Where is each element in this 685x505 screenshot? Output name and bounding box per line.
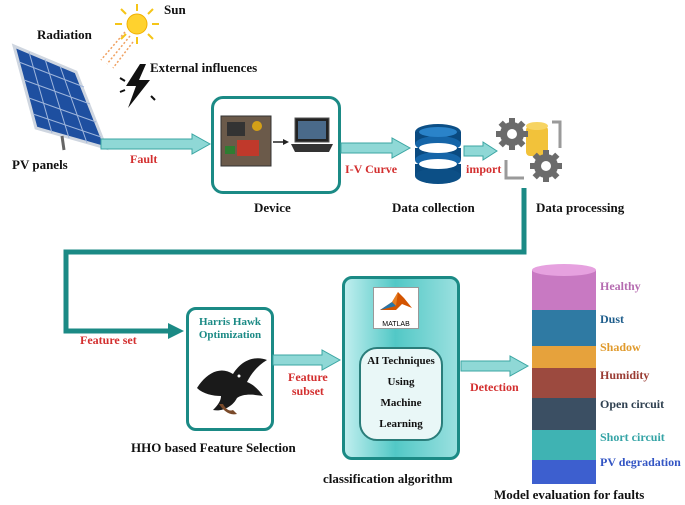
radiation-label: Radiation	[37, 27, 92, 42]
database-icon	[415, 124, 461, 184]
ai-line-1: AI Techniques	[367, 355, 435, 367]
ai-line-2: Using	[387, 376, 415, 388]
feature-subset-arrow	[272, 349, 342, 371]
fault-label-0: Healthy	[600, 279, 641, 293]
solar-panel-icon	[11, 43, 109, 151]
hho-title-line2: Optimization	[198, 329, 262, 341]
device-label: Device	[254, 200, 291, 215]
fault-label-4: Open circuit	[600, 397, 665, 411]
matlab-icon	[380, 292, 412, 310]
hawk-icon	[197, 358, 267, 415]
iv-curve-label: I-V Curve	[345, 162, 398, 176]
data-collection-label: Data collection	[392, 200, 475, 215]
fault-stack-top-cap	[532, 264, 596, 276]
import-label: import	[466, 162, 502, 176]
fault-segment-5	[532, 430, 596, 460]
feature-subset-label: Feature subset	[288, 370, 328, 398]
feature-set-connector	[63, 188, 527, 339]
detection-arrow	[460, 355, 530, 377]
fault-label: Fault	[130, 152, 158, 166]
matlab-logo: MATLAB	[373, 287, 419, 329]
hho-title-line1: Harris Hawk	[198, 316, 262, 328]
detection-label: Detection	[470, 380, 519, 394]
fault-stack	[532, 264, 596, 484]
ai-line-4: Learning	[379, 418, 423, 430]
fault-segment-1	[532, 310, 596, 346]
ai-text: AI Techniques Using Machine Learning	[359, 351, 443, 435]
sun-label: Sun	[164, 2, 186, 17]
fault-segment-2	[532, 346, 596, 368]
ai-text-box	[359, 347, 443, 441]
fault-label-1: Dust	[600, 312, 625, 326]
import-arrow	[463, 141, 498, 161]
feature-subset-line1: Feature	[288, 370, 328, 384]
fault-label-3: Humidity	[600, 368, 650, 382]
hho-title: Harris Hawk Optimization	[189, 316, 271, 342]
matlab-label: MATLAB	[382, 321, 410, 328]
feature-subset-line2: subset	[291, 384, 324, 398]
hho-caption: HHO based Feature Selection	[131, 440, 296, 455]
hardware-icon	[220, 115, 333, 167]
pv-panels-label: PV panels	[12, 157, 68, 172]
fault-label-6: PV degradation	[600, 455, 681, 469]
fault-segment-3	[532, 368, 596, 398]
feature-set-label: Feature set	[80, 333, 137, 347]
model-eval-label: Model evaluation for faults	[494, 487, 645, 502]
gears-icon	[496, 118, 562, 182]
classification-box: MATLAB AI Techniques Using Machine Learn…	[342, 276, 460, 460]
sun-icon	[115, 4, 159, 44]
hho-box: Harris Hawk Optimization	[186, 307, 274, 431]
ai-line-3: Machine	[380, 397, 422, 409]
fault-label-5: Short circuit	[600, 430, 665, 444]
iv-arrow	[340, 137, 412, 159]
fault-label-2: Shadow	[600, 340, 641, 354]
device-box	[211, 96, 341, 194]
classification-label: classification algorithm	[323, 471, 453, 486]
radiation-rays	[100, 31, 134, 69]
fault-stack-bottom-cap	[533, 480, 595, 484]
lightning-icon	[119, 64, 156, 108]
data-processing-label: Data processing	[536, 200, 625, 215]
fault-segment-0	[532, 270, 596, 310]
fault-segment-4	[532, 398, 596, 430]
external-label: External influences	[150, 60, 258, 75]
fault-arrow	[100, 133, 212, 155]
